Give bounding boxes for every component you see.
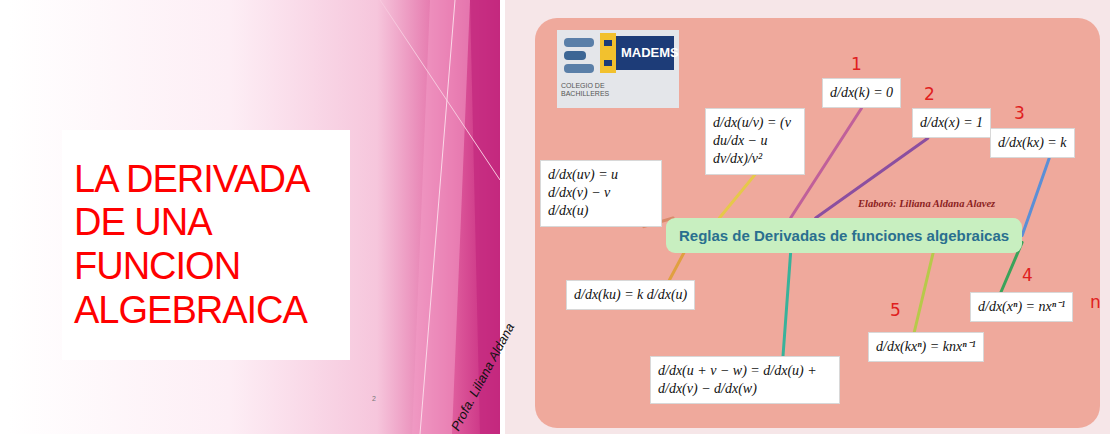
colegio-logo [564,51,586,60]
logo-name: MADEMS [621,45,679,60]
rule-formula: d/dx(u/v) = (v du/dx − u dv/dx)/v² [713,114,797,169]
title-slide-ground [8,0,500,434]
callout-number: 1 [851,54,862,74]
author-note: Elaboró: Liliana Aldana Alavez [858,198,995,209]
branch-line [669,253,683,280]
branch-line [783,253,791,356]
rule-formula: d/dx(kx) = k [998,134,1067,152]
map-slide-ground [535,18,1100,428]
title-box: LA DERIVADA DE UNA FUNCION ALGEBRAICA [62,130,350,360]
slide-line [380,0,500,180]
topic-text: Reglas de Derivadas de funciones algebra… [679,227,1009,244]
central-topic: Reglas de Derivadas de funciones algebra… [666,218,1022,253]
madems-logo [604,60,612,66]
branch-line [719,175,755,218]
title-text: LA DERIVADA DE UNA FUNCION ALGEBRAICA [74,158,338,333]
handwritten-note: n [1090,292,1101,312]
callout-number: 5 [890,300,901,320]
slide-stripe [412,0,470,434]
rule-formula: d/dx(kxⁿ) = knxⁿ⁻¹ [876,338,976,356]
rule-box: d/dx(uv) = u d/dx(v) − v d/dx(u) [540,160,662,227]
rule-box: d/dx(x) = 1 [912,108,991,138]
author-watermark: Profa. Liliana Aldana [448,320,517,433]
slide-line [420,0,455,434]
rule-box: d/dx(u/v) = (v du/dx − u dv/dx)/v² [705,108,805,175]
logo-panel [557,30,679,108]
rule-formula: d/dx(uv) = u d/dx(v) − v d/dx(u) [548,166,654,221]
madems-logo [604,40,612,46]
rule-box: d/dx(u + v − w) = d/dx(u) + d/dx(v) − d/… [650,356,840,404]
rule-formula: d/dx(ku) = k d/dx(u) [574,286,687,304]
logo-caption: COLEGIO DE BACHILLERES [561,82,613,97]
callout-number: 3 [1014,103,1025,123]
madems-logo [600,33,616,73]
colegio-logo [564,38,594,47]
map-slide-frame [505,0,1110,434]
rule-formula: d/dx(u + v − w) = d/dx(u) + d/dx(v) − d/… [658,362,832,398]
rule-formula: d/dx(xⁿ) = nxⁿ⁻¹ [978,298,1065,316]
rule-box: d/dx(xⁿ) = nxⁿ⁻¹ [970,292,1073,322]
rule-box: d/dx(kxⁿ) = knxⁿ⁻¹ [868,332,984,362]
colegio-logo [564,64,594,73]
rule-box: d/dx(kx) = k [990,128,1075,158]
rule-box: d/dx(ku) = k d/dx(u) [566,280,695,310]
rule-formula: d/dx(x) = 1 [920,114,983,132]
branch-line [914,253,933,332]
callout-number: 4 [1022,265,1033,285]
callout-number: 2 [924,84,935,104]
branch-line [1022,158,1049,235]
page-number: 2 [372,395,376,402]
rule-formula: d/dx(k) = 0 [830,84,893,102]
rule-box: d/dx(k) = 0 [822,78,901,108]
